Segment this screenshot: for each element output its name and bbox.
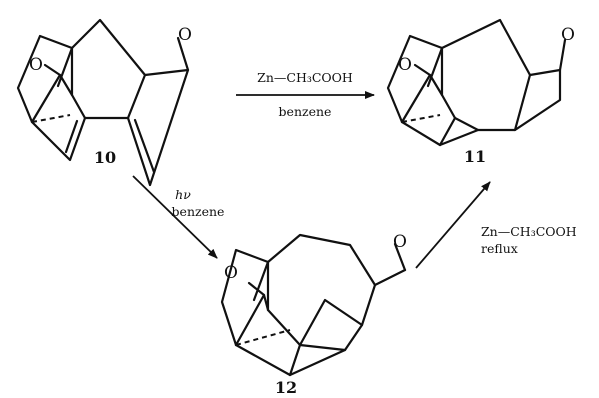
compound-12-structure bbox=[220, 233, 407, 377]
compound-12-oxygen-right: O bbox=[393, 232, 407, 252]
arrow-10-to-12 bbox=[132, 175, 218, 259]
compound-12-label: 12 bbox=[275, 378, 297, 397]
compound-10-oxygen-right: O bbox=[178, 25, 192, 45]
arrow-12-to-11 bbox=[415, 181, 491, 269]
condition-10-to-12-solvent: benzene bbox=[172, 204, 225, 219]
compound-10-oxygen-left: O bbox=[29, 55, 43, 75]
compound-11-label: 11 bbox=[464, 147, 486, 166]
compound-10-structure bbox=[16, 18, 190, 187]
condition-12-to-11-condition: reflux bbox=[481, 241, 518, 256]
compound-12-oxygen-left: O bbox=[224, 263, 238, 283]
compound-11-structure bbox=[386, 18, 567, 147]
compound-11-oxygen-left: O bbox=[398, 55, 412, 75]
compound-11-oxygen-right: O bbox=[561, 25, 575, 45]
compound-10-label: 10 bbox=[94, 148, 116, 167]
condition-12-to-11-reagent: Zn—CH₃COOH bbox=[481, 224, 577, 239]
condition-10-to-12-reagent: hν bbox=[175, 187, 191, 202]
condition-10-to-11-solvent: benzene bbox=[279, 104, 332, 119]
condition-10-to-11-reagent: Zn—CH₃COOH bbox=[257, 70, 353, 85]
